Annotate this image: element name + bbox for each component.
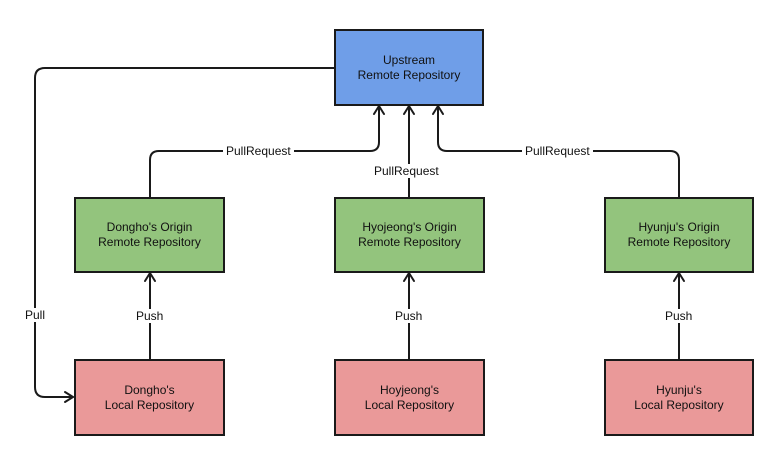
node-label-line2: Local Repository	[104, 397, 195, 412]
node-dongho-local: Dongho's Local Repository	[74, 359, 225, 436]
node-label-line2: Remote Repository	[357, 67, 461, 82]
node-hyunju-origin: Hyunju's Origin Remote Repository	[604, 197, 754, 273]
node-label-line1: Hyunju's Origin	[638, 220, 720, 234]
node-label-line2: Remote Repository	[358, 235, 461, 249]
edge-pull	[34, 67, 335, 398]
node-upstream-remote-repository: Upstream Remote Repository	[334, 29, 484, 106]
node-label-line2: Remote Repository	[627, 235, 731, 249]
edge-label-pullrequest-hyojeong: PullRequest	[371, 164, 442, 178]
node-label-line1: Upstream	[382, 52, 435, 67]
edge-label-push-dongho: Push	[133, 309, 167, 323]
arrowhead-hyojeong-pullrequest	[403, 105, 415, 115]
node-hoyjeong-local: Hoyjeong's Local Repository	[334, 359, 485, 436]
node-label-line2: Local Repository	[634, 397, 724, 412]
arrowhead-pull	[64, 391, 74, 403]
edge-label-pull: Pull	[22, 308, 49, 322]
arrowhead-hyunju-pullrequest	[432, 105, 444, 115]
node-label-line1: Dongho's	[124, 382, 175, 397]
node-label-line1: Dongho's Origin	[106, 220, 193, 234]
edge-label-pullrequest-dongho: PullRequest	[223, 144, 294, 158]
node-hyojeong-origin: Hyojeong's Origin Remote Repository	[334, 197, 485, 273]
arrowhead-hyojeong-push	[403, 272, 415, 282]
edge-label-pullrequest-hyunju: PullRequest	[522, 144, 593, 158]
edge-label-push-hyojeong: Push	[392, 309, 426, 323]
arrowhead-dongho-push	[144, 272, 156, 282]
node-label-line1: Hoyjeong's	[380, 382, 439, 397]
node-label-line1: Hyunju's	[656, 382, 702, 397]
node-hyunju-local: Hyunju's Local Repository	[604, 359, 754, 436]
node-dongho-origin: Dongho's Origin Remote Repository	[74, 197, 225, 273]
node-label-line2: Remote Repository	[98, 235, 201, 249]
arrowhead-dongho-pullrequest	[373, 105, 385, 115]
node-label-line2: Local Repository	[364, 397, 455, 412]
arrowhead-hyunju-push	[673, 272, 685, 282]
edge-label-push-hyunju: Push	[662, 309, 696, 323]
node-label-line1: Hyojeong's Origin	[362, 220, 457, 234]
